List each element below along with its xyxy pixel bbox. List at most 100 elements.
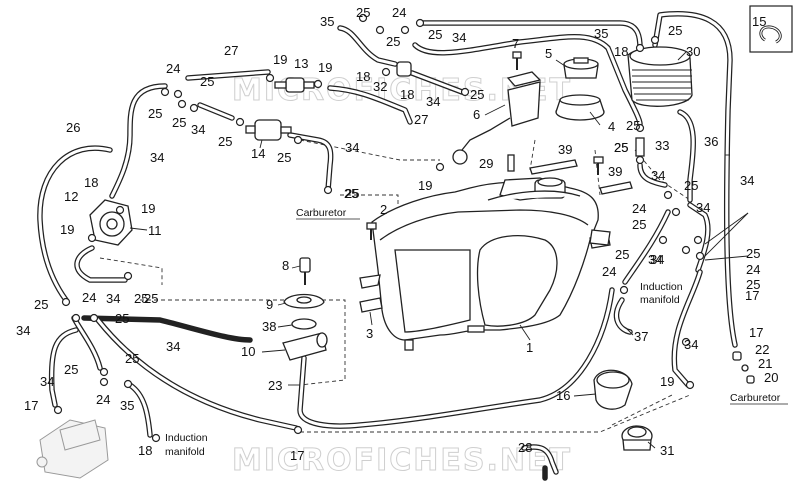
part-label-3: 3 bbox=[366, 326, 373, 341]
part-label-35a: 35 bbox=[320, 14, 334, 29]
part-label-32: 32 bbox=[373, 79, 387, 94]
part-label-39b: 39 bbox=[608, 164, 622, 179]
part-label-17a: 17 bbox=[24, 398, 38, 413]
filler-neck-ring bbox=[555, 94, 605, 121]
caption-induction-right-line1: Induction bbox=[640, 281, 683, 293]
pin-29 bbox=[507, 154, 515, 172]
part-label-24c: 24 bbox=[82, 290, 96, 305]
part-label-25e: 25 bbox=[277, 150, 291, 165]
part-label-24g: 24 bbox=[746, 262, 760, 277]
caption-induction-bottom-line1: Induction bbox=[165, 432, 208, 444]
fuel-level-sensor bbox=[452, 71, 542, 165]
part-label-17c: 17 bbox=[745, 288, 759, 303]
part-label-25q: 25 bbox=[626, 118, 640, 133]
nipple-fitting bbox=[635, 137, 645, 157]
fitting-22-20-21 bbox=[732, 351, 755, 384]
engine-ghost-illustration bbox=[36, 419, 109, 479]
ring-38 bbox=[291, 318, 317, 330]
part-label-34c: 34 bbox=[191, 122, 205, 137]
part-label-1: 1 bbox=[526, 340, 533, 355]
part-label-25g: 25 bbox=[356, 5, 370, 20]
part-label-25n: 25 bbox=[125, 351, 139, 366]
fuel-tank bbox=[359, 177, 611, 351]
part-label-18a: 18 bbox=[84, 175, 98, 190]
part-label-31: 31 bbox=[660, 443, 674, 458]
part-label-38: 38 bbox=[262, 319, 276, 334]
part-label-34o: 34 bbox=[650, 252, 664, 267]
part-label-34m: 34 bbox=[648, 252, 662, 267]
part-label-25z: 25 bbox=[614, 140, 628, 155]
part-label-25p: 25 bbox=[668, 23, 682, 38]
part-label-33: 33 bbox=[655, 138, 669, 153]
part-label-25j: 25 bbox=[470, 87, 484, 102]
caption-carburetor-right: Carburetor bbox=[730, 392, 781, 404]
part-label-16: 16 bbox=[556, 388, 570, 403]
part-label-35c: 35 bbox=[120, 398, 134, 413]
bolt-7 bbox=[512, 51, 522, 70]
part-label-24d: 24 bbox=[96, 392, 110, 407]
mounting-plate bbox=[589, 229, 611, 246]
part-label-12: 12 bbox=[64, 189, 78, 204]
part-label-34b: 34 bbox=[426, 94, 440, 109]
part-label-34k: 34 bbox=[696, 200, 710, 215]
screw-8 bbox=[299, 257, 311, 285]
part-label-2: 2 bbox=[380, 202, 387, 217]
caption-induction-right-line2: manifold bbox=[640, 294, 680, 306]
part-label-29: 29 bbox=[479, 156, 493, 171]
part-label-28: 28 bbox=[518, 440, 532, 455]
part-label-25t: 25 bbox=[632, 217, 646, 232]
part-label-25x: 25 bbox=[344, 186, 358, 201]
part-label-9: 9 bbox=[266, 297, 273, 312]
check-valve bbox=[396, 61, 412, 77]
part-label-11: 11 bbox=[148, 223, 162, 238]
part-label-13: 13 bbox=[294, 56, 308, 71]
part-label-23: 23 bbox=[268, 378, 282, 393]
hose-clamps bbox=[53, 13, 705, 443]
part-label-19c: 19 bbox=[141, 201, 155, 216]
carbon-canister bbox=[627, 46, 693, 107]
part-label-24e: 24 bbox=[632, 201, 646, 216]
part-label-4: 4 bbox=[608, 119, 615, 134]
bracket-3 bbox=[359, 297, 383, 313]
part-label-25b: 25 bbox=[148, 106, 162, 121]
part-number-labels: 1 2 3 4 5 6 7 8 9 10 11 12 13 14 15 16 1… bbox=[16, 5, 778, 463]
bolt-2b bbox=[593, 156, 604, 175]
part-label-18d: 18 bbox=[614, 44, 628, 59]
part-label-15: 15 bbox=[752, 14, 766, 29]
part-label-25h: 25 bbox=[428, 27, 442, 42]
part-label-25s: 25 bbox=[684, 178, 698, 193]
part-label-39a: 39 bbox=[558, 142, 572, 157]
part-label-5: 5 bbox=[545, 46, 552, 61]
part-label-24b: 24 bbox=[392, 5, 406, 20]
part-label-35b: 35 bbox=[594, 26, 608, 41]
part-label-34i: 34 bbox=[40, 374, 54, 389]
part-label-21: 21 bbox=[758, 356, 772, 371]
part-label-25d: 25 bbox=[218, 134, 232, 149]
captions: Carburetor Carburetor Induction manifold… bbox=[165, 207, 788, 458]
part-label-25i: 25 bbox=[386, 34, 400, 49]
part-label-34j: 34 bbox=[651, 168, 665, 183]
fuel-pump bbox=[89, 199, 133, 246]
part-label-34l: 34 bbox=[740, 173, 754, 188]
bolt-2 bbox=[366, 222, 377, 240]
valve-10 bbox=[282, 332, 328, 361]
part-label-34e: 34 bbox=[150, 150, 164, 165]
fuel-filter bbox=[245, 119, 292, 141]
part-label-6: 6 bbox=[473, 107, 480, 122]
part-label-34d: 34 bbox=[345, 140, 359, 155]
caption-induction-bottom-line2: manifold bbox=[165, 446, 205, 458]
caption-carburetor-left: Carburetor bbox=[296, 207, 347, 219]
part-label-34g: 34 bbox=[16, 323, 30, 338]
part-label-18c: 18 bbox=[400, 87, 414, 102]
part-label-17d: 17 bbox=[749, 325, 763, 340]
watermark-bottom: MICROFICHES.NET bbox=[232, 443, 572, 478]
inline-filter bbox=[274, 77, 315, 93]
part-label-14: 14 bbox=[251, 146, 265, 161]
part-label-25r: 25 bbox=[614, 140, 628, 155]
part-label-34f: 34 bbox=[106, 291, 120, 306]
part-label-25w: 25 bbox=[746, 277, 760, 292]
part-label-25v: 25 bbox=[746, 246, 760, 261]
part-label-19e: 19 bbox=[418, 178, 432, 193]
clamp-inset-box bbox=[749, 5, 793, 53]
